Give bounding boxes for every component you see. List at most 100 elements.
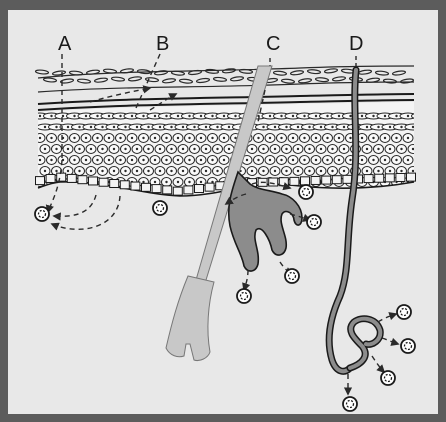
basal-cell — [89, 177, 98, 185]
epidermal-cell — [270, 167, 280, 176]
epidermal-cell — [339, 145, 349, 154]
epidermal-cell — [155, 167, 165, 176]
epidermal-cell — [162, 178, 172, 187]
epidermal-cell — [208, 156, 218, 165]
epidermal-cell — [369, 134, 379, 143]
epidermal-cell — [121, 167, 131, 176]
epidermal-cell — [167, 145, 177, 154]
label-a: A — [58, 33, 72, 55]
basal-cell — [36, 177, 45, 185]
basal-cell — [173, 187, 182, 195]
epidermal-cell — [323, 134, 333, 143]
epidermal-cell — [224, 145, 234, 154]
epidermal-cell — [185, 156, 195, 165]
basal-cell — [184, 186, 193, 194]
epidermal-cell — [196, 156, 206, 165]
epidermal-cell — [139, 156, 149, 165]
epidermal-cell — [185, 134, 195, 143]
epidermal-cell — [282, 167, 292, 176]
epidermal-cell — [380, 156, 390, 165]
basal-cell — [375, 174, 384, 182]
epidermal-cell — [150, 156, 160, 165]
epidermal-cell — [369, 156, 379, 165]
epidermal-cell — [47, 134, 57, 143]
molecule-icon — [237, 289, 251, 303]
basal-cell — [46, 174, 55, 182]
epidermal-cell — [109, 145, 119, 154]
epidermal-cell — [300, 156, 310, 165]
epidermal-cell — [334, 156, 344, 165]
epidermal-cell — [247, 145, 257, 154]
epidermal-cell — [144, 167, 154, 176]
epidermal-cell — [328, 167, 338, 176]
epidermal-cell — [196, 134, 206, 143]
epidermal-cell — [403, 156, 413, 165]
epidermal-cell — [339, 167, 349, 176]
epidermal-cell — [52, 145, 62, 154]
epidermal-cell — [70, 134, 80, 143]
epidermal-cell — [116, 156, 126, 165]
basal-cell — [110, 180, 119, 188]
epidermal-cell — [81, 134, 91, 143]
epidermal-cell — [311, 156, 321, 165]
basal-cell — [396, 173, 405, 181]
molecule-icon — [285, 269, 299, 283]
epidermal-cell — [300, 134, 310, 143]
epidermal-cell — [155, 145, 165, 154]
basal-cell — [332, 176, 341, 184]
basal-cell — [78, 176, 87, 184]
epidermal-cell — [374, 145, 384, 154]
epidermal-cell — [403, 134, 413, 143]
epidermal-cell — [178, 145, 188, 154]
epidermal-cell — [208, 134, 218, 143]
epidermal-cell — [323, 156, 333, 165]
epidermal-cell — [311, 134, 321, 143]
epidermal-cell — [259, 167, 269, 176]
molecule-icon — [307, 215, 321, 229]
epidermal-cell — [293, 167, 303, 176]
epidermal-cell — [178, 167, 188, 176]
molecule-icon — [299, 185, 313, 199]
epidermal-cell — [63, 145, 73, 154]
epidermal-cell — [185, 178, 195, 187]
epidermal-cell — [144, 145, 154, 154]
basal-cell — [364, 175, 373, 183]
basal-cell — [279, 178, 288, 186]
molecule-icon — [401, 339, 415, 353]
epidermal-cell — [328, 145, 338, 154]
epidermal-cell — [219, 134, 229, 143]
epidermal-cell — [81, 156, 91, 165]
epidermal-cell — [98, 167, 108, 176]
epidermal-cell — [47, 156, 57, 165]
epidermal-cell — [173, 156, 183, 165]
basal-cell — [205, 183, 214, 191]
epidermal-cell — [334, 134, 344, 143]
label-c: C — [266, 33, 280, 55]
label-b: B — [156, 33, 169, 55]
epidermal-cell — [316, 167, 326, 176]
epidermal-cell — [139, 134, 149, 143]
epidermal-cell — [75, 145, 85, 154]
epidermal-cell — [70, 156, 80, 165]
epidermal-cell — [288, 134, 298, 143]
epidermal-cell — [362, 145, 372, 154]
basal-cell — [195, 185, 204, 193]
epidermal-cell — [201, 145, 211, 154]
epidermal-cell — [305, 167, 315, 176]
epidermal-cell — [121, 145, 131, 154]
epidermal-cell — [392, 134, 402, 143]
basal-cell — [311, 176, 320, 184]
epidermal-cell — [316, 145, 326, 154]
epidermal-cell — [282, 145, 292, 154]
epidermal-cell — [58, 134, 68, 143]
basal-cell — [142, 183, 151, 191]
basal-cell — [99, 178, 108, 186]
epidermal-cell — [173, 134, 183, 143]
basal-cell — [163, 186, 172, 194]
epidermal-cell — [265, 156, 275, 165]
basal-cell — [131, 182, 140, 190]
epidermal-cell — [254, 156, 264, 165]
epidermal-cell — [265, 134, 275, 143]
epidermal-cell — [190, 145, 200, 154]
